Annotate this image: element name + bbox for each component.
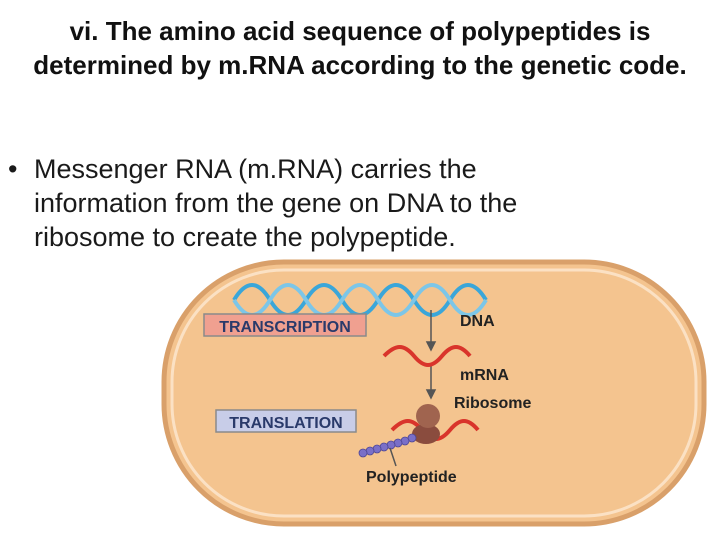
flow-arrows [425,310,437,400]
dna-label: DNA [460,313,495,330]
title-line-1: vi. The amino acid sequence of polypepti… [69,16,651,46]
mrna-label: mRNA [460,367,509,384]
polypeptide-pointer [389,447,397,467]
mrna-strand-upper [382,345,472,367]
polypeptide-label: Polypeptide [366,469,457,486]
bullet-glyph: • [8,154,18,184]
bullet-text: Messenger RNA (m.RNA) carries the inform… [34,154,518,252]
ribosome-large [416,404,440,428]
transcription-box [203,313,367,337]
slide-title: vi. The amino acid sequence of polypepti… [0,14,720,82]
polypeptide-chain [358,433,417,458]
translation-box [215,409,357,433]
cell-inner-shade [170,268,698,518]
transcription-label: TRANSCRIPTION [219,319,351,336]
ribosome-small [412,424,440,444]
translation-label: TRANSLATION [229,415,342,432]
ribosome-label: Ribosome [454,395,531,412]
title-line-2: determined by m.RNA according to the gen… [33,50,687,80]
transcription-translation-diagram: TRANSCRIPTION DNA mRNA TRANSLATION Ribos… [160,252,712,532]
